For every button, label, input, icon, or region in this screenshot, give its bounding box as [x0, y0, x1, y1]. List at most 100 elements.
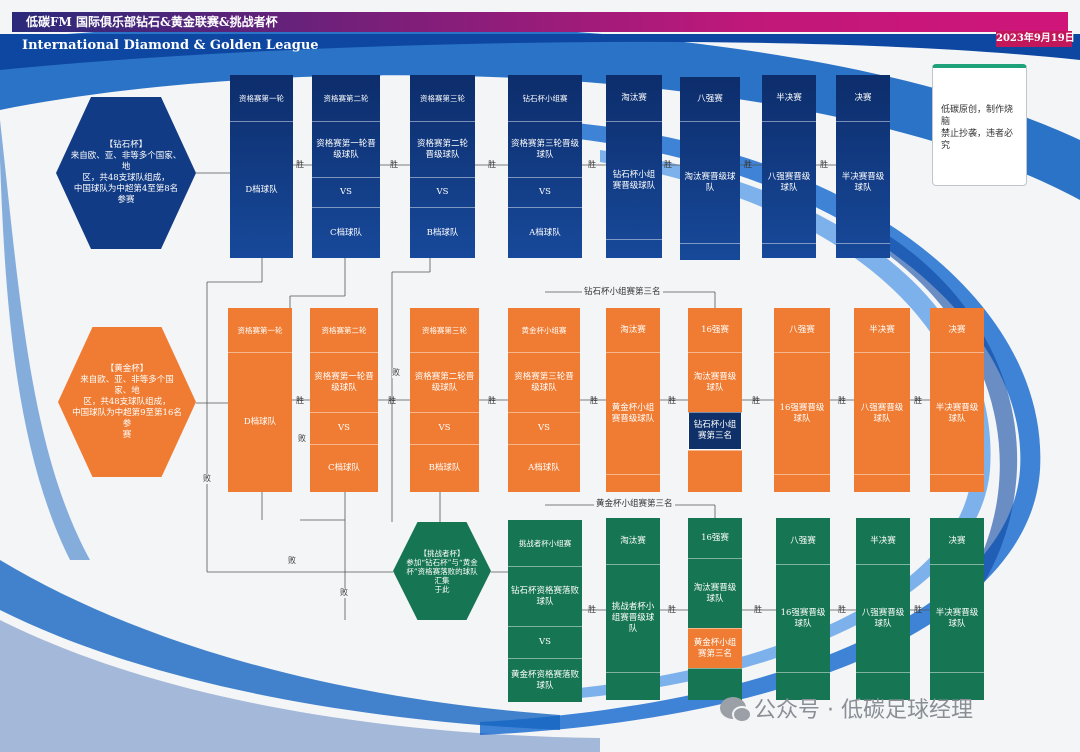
hex-line: 来自欧、亚、非等多个国家、地	[70, 151, 182, 172]
column-header: 钻石杯小组赛	[522, 93, 568, 103]
column-cell: 淘汰赛晋级球队	[688, 352, 742, 412]
column-header: 资格赛第三轮	[422, 325, 467, 335]
column-cell: 半决赛晋级球队	[836, 121, 890, 243]
column-cell	[606, 672, 660, 700]
column-header: 16强赛	[701, 324, 729, 335]
column-cell	[606, 239, 662, 258]
challenger-quarterfinal-column: 八强赛 16强赛晋级球队	[776, 518, 830, 700]
diamond-final-column: 决赛 半决赛晋级球队	[836, 75, 890, 258]
golden-knockout-column: 淘汰赛 黄金杯小组赛晋级球队	[606, 308, 660, 492]
hex-line: 来自欧、亚、非等多个国家、地	[80, 374, 174, 396]
diamond-third-place-cell: 钻石杯小组赛第三名	[688, 412, 742, 450]
hex-line: 中国球队为中超第4至第8名参赛	[73, 184, 179, 205]
win-label: 胜	[914, 396, 922, 405]
column-header: 资格赛第二轮	[321, 325, 367, 335]
column-header: 16强赛	[701, 532, 729, 543]
column-cell	[836, 243, 890, 258]
win-label: 胜	[754, 605, 762, 614]
challenger-knockout-column: 淘汰赛 挑战者杯小组赛晋级球队	[606, 518, 660, 700]
column-cell: 资格赛第一轮晋级球队	[310, 352, 378, 412]
lose-label: 败	[340, 588, 348, 598]
win-label: 胜	[488, 160, 496, 169]
diamond-group-column: 钻石杯小组赛 资格赛第三轮晋级球队 VS A档球队	[508, 75, 582, 258]
challenger-final-column: 决赛 半决赛晋级球队	[930, 518, 984, 700]
column-cell: 挑战者杯小组赛晋级球队	[606, 564, 660, 672]
column-cell: C档球队	[310, 444, 378, 492]
copyright-note: ··· 低碳原创，制作烧脑 禁止抄袭，违者必究	[932, 64, 1027, 186]
golden-cup-hexagon: 【黄金杯】 来自欧、亚、非等多个国家、地 区，共48支球队组成， 中国球队为中超…	[58, 327, 196, 477]
column-cell: 黄金杯资格赛落败球队	[508, 658, 582, 702]
column-cell	[930, 474, 984, 492]
note-tab-marker: ···	[973, 71, 978, 77]
column-header: 决赛	[854, 92, 872, 103]
vs-cell: VS	[508, 412, 580, 444]
column-cell: 资格赛第二轮晋级球队	[410, 121, 475, 177]
column-cell: 八强赛晋级球队	[854, 352, 910, 474]
column-cell: 16强赛晋级球队	[776, 564, 830, 672]
vs-cell: VS	[310, 412, 378, 444]
challenger-cup-hexagon: 【挑战者杯】 参加“钻石杯”与“黄金 杯”资格赛落败的球队汇集 于此	[393, 522, 491, 620]
column-cell: 资格赛第三轮晋级球队	[508, 121, 582, 177]
title-bar: 低碳FM 国际俱乐部钻石&黄金联赛&挑战者杯	[12, 12, 1068, 32]
column-cell: D档球队	[228, 352, 292, 492]
column-cell: B档球队	[410, 444, 479, 492]
column-cell	[606, 474, 660, 492]
win-label: 胜	[296, 160, 304, 169]
vs-cell: VS	[410, 412, 479, 444]
column-header: 八强赛	[697, 93, 723, 104]
win-label: 胜	[838, 396, 846, 405]
column-cell	[930, 672, 984, 700]
challenger-round16-column: 16强赛 淘汰赛晋级球队 黄金杯小组赛第三名	[688, 518, 742, 700]
hex-line: 区，共48支球队组成，	[82, 173, 170, 183]
column-header: 八强赛	[789, 324, 815, 335]
column-header: 决赛	[948, 535, 966, 546]
golden-third-place-label: 黄金杯小组赛第三名	[594, 499, 675, 509]
lose-label: 败	[298, 434, 306, 444]
hex-line: 【黄金杯】	[105, 363, 149, 374]
column-cell	[854, 474, 910, 492]
golden-round2-column: 资格赛第二轮 资格赛第一轮晋级球队 VS C档球队	[310, 308, 378, 492]
golden-final-column: 决赛 半决赛晋级球队	[930, 308, 984, 492]
hex-line: 赛	[122, 429, 132, 440]
column-header: 黄金杯小组赛	[521, 325, 567, 335]
column-cell: 八强赛晋级球队	[856, 564, 910, 672]
column-cell: 黄金杯小组赛晋级球队	[606, 352, 660, 474]
column-header: 半决赛	[869, 324, 895, 335]
column-header: 挑战者杯小组赛	[518, 538, 572, 548]
hex-line: 参加“钻石杯”与“黄金	[406, 557, 478, 567]
hex-line: 于此	[434, 584, 450, 594]
win-label: 胜	[668, 396, 676, 405]
column-header: 淘汰赛	[620, 535, 646, 546]
win-label: 胜	[390, 160, 398, 169]
win-label: 胜	[588, 160, 596, 169]
golden-round16-column: 16强赛 淘汰赛晋级球队 钻石杯小组赛第三名	[688, 308, 742, 492]
column-cell	[762, 243, 816, 258]
vs-cell: VS	[508, 626, 582, 658]
hex-line: 杯”资格赛落败的球队汇集	[406, 566, 478, 585]
win-label: 胜	[488, 396, 496, 405]
column-header: 淘汰赛	[621, 92, 647, 103]
wechat-icon	[720, 697, 752, 723]
column-cell: 半决赛晋级球队	[930, 564, 984, 672]
watermark-text: 公众号 · 低碳足球经理	[754, 698, 973, 723]
column-cell: 16强赛晋级球队	[774, 352, 830, 474]
diamond-round2-column: 资格赛第二轮 资格赛第一轮晋级球队 VS C档球队	[312, 75, 380, 258]
golden-semifinal-column: 半决赛 八强赛晋级球队	[854, 308, 910, 492]
column-cell	[856, 672, 910, 700]
column-cell: 八强赛晋级球队	[762, 121, 816, 243]
column-cell	[688, 668, 742, 700]
golden-round3-column: 资格赛第三轮 资格赛第二轮晋级球队 VS B档球队	[410, 308, 479, 492]
column-cell: C档球队	[312, 207, 380, 258]
column-cell: 钻石杯资格赛落败球队	[508, 566, 582, 626]
column-header: 决赛	[948, 324, 966, 335]
lose-label: 败	[288, 556, 296, 566]
column-header: 资格赛第三轮	[420, 93, 465, 103]
column-cell: 半决赛晋级球队	[930, 352, 984, 474]
win-label: 胜	[664, 160, 672, 169]
diamond-round1-column: 资格赛第一轮 D档球队	[230, 75, 293, 258]
diamond-knockout-column: 淘汰赛 钻石杯小组赛晋级球队	[606, 75, 662, 258]
column-cell: A档球队	[508, 444, 580, 492]
note-line: 低碳原创，制作烧脑	[941, 105, 1014, 127]
column-header: 淘汰赛	[620, 324, 646, 335]
